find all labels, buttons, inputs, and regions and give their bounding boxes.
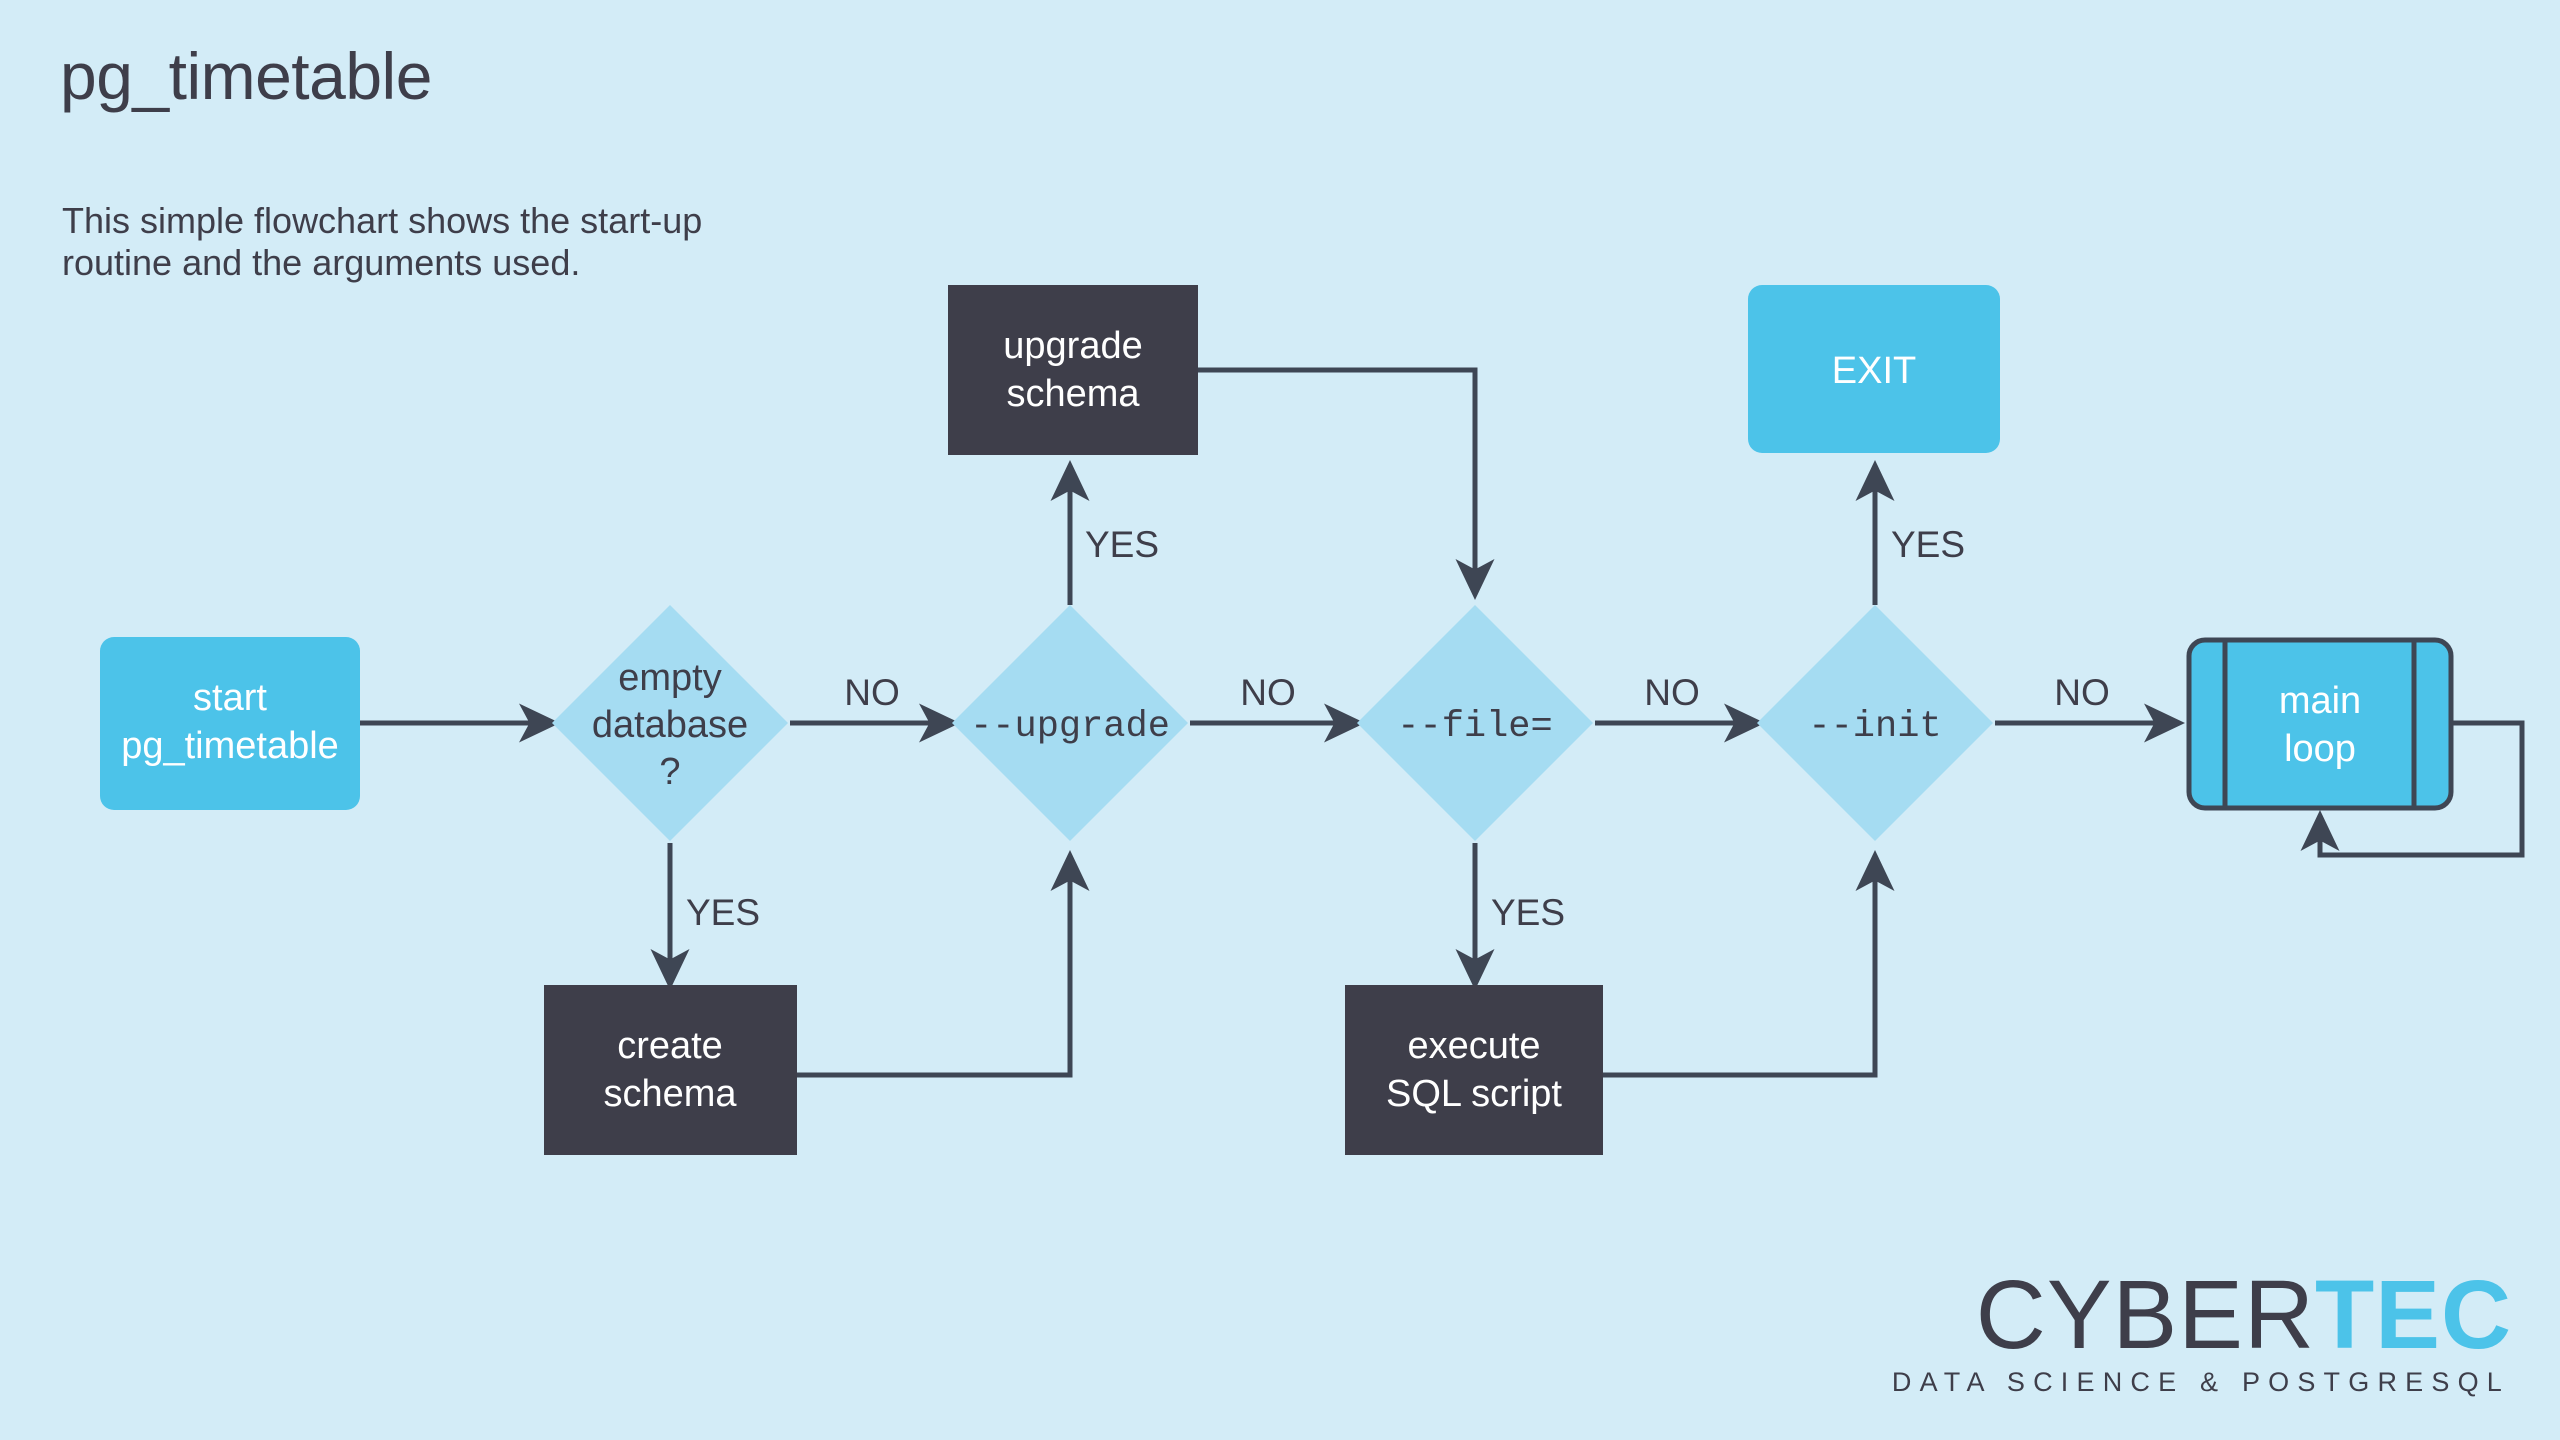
edge-label-file-yes: YES <box>1491 892 1565 933</box>
node-create-schema-label-line-1: create <box>617 1025 723 1067</box>
node-start-label-line-1: start <box>193 677 267 719</box>
node-file-flag-shape <box>1357 605 1593 841</box>
brand-wordmark-cyber: CYBER <box>1975 1259 2315 1369</box>
node-upgrade-schema-shape <box>948 285 1198 455</box>
node-empty-database-shape <box>552 605 788 841</box>
brand-wordmark: CYBERTEC <box>1892 1266 2512 1363</box>
node-init-flag-shape <box>1757 605 1993 841</box>
node-file-flag-label: --file= <box>1397 706 1552 748</box>
node-create-schema-shape <box>544 985 797 1155</box>
node-exit-label: EXIT <box>1832 350 1916 392</box>
brand-tagline: DATA SCIENCE & POSTGRESQL <box>1891 1367 2510 1397</box>
node-empty-database-label-line-3: ? <box>659 751 680 793</box>
page-subtitle: This simple flowchart shows the start-up… <box>62 200 962 285</box>
node-upgrade-flag-label: --upgrade <box>970 706 1170 748</box>
edge-label-init-yes: YES <box>1891 524 1965 565</box>
node-empty-database-label-line-1: empty <box>618 657 721 699</box>
edge-create-schema-to-upgrade <box>796 849 1090 1078</box>
node-upgrade-schema-label-line-1: upgrade <box>1003 325 1142 367</box>
node-main-loop-shape <box>2186 637 2454 811</box>
node-create-schema[interactable]: create schema <box>544 985 797 1155</box>
node-start-label-line-2: pg_timetable <box>121 725 339 767</box>
node-init-flag-label: --init <box>1808 706 1941 748</box>
node-create-schema-label-line-2: schema <box>603 1073 737 1115</box>
edge-upgrade-schema-to-file <box>1198 367 1495 601</box>
edge-label-empty-db-yes: YES <box>686 892 760 933</box>
node-upgrade-schema-label-line-2: schema <box>1006 373 1140 415</box>
edge-label-upgrade-no: NO <box>1240 672 1296 713</box>
page-subtitle-line-1: This simple flowchart shows the start-up <box>62 200 703 241</box>
node-init-flag[interactable]: --init <box>1757 605 1993 841</box>
edge-label-upgrade-yes: YES <box>1085 524 1159 565</box>
node-start[interactable]: start pg_timetable <box>100 637 360 810</box>
node-start-shape <box>100 637 360 810</box>
node-empty-database[interactable]: empty database ? <box>552 605 788 841</box>
edge-label-init-no: NO <box>2054 672 2110 713</box>
node-main-loop[interactable]: main loop <box>2186 637 2454 811</box>
edge-label-file-no: NO <box>1644 672 1700 713</box>
node-exit[interactable]: EXIT <box>1748 285 2000 453</box>
page-title: pg_timetable <box>60 39 432 113</box>
edge-execute-sql-to-init <box>1601 849 1895 1078</box>
node-main-loop-label-line-1: main <box>2279 680 2361 722</box>
node-execute-sql-script-label-line-1: execute <box>1407 1025 1540 1067</box>
node-upgrade-schema[interactable]: upgrade schema <box>948 285 1198 455</box>
node-empty-database-label-line-2: database <box>592 704 748 746</box>
node-execute-sql-script[interactable]: execute SQL script <box>1345 985 1603 1155</box>
edge-main-loop-self <box>2300 720 2525 858</box>
node-upgrade-flag-shape <box>952 605 1188 841</box>
node-main-loop-label-line-2: loop <box>2284 728 2356 770</box>
edge-label-empty-db-no: NO <box>844 672 900 713</box>
node-exit-shape <box>1748 285 2000 453</box>
node-file-flag[interactable]: --file= <box>1357 605 1593 841</box>
node-upgrade-flag[interactable]: --upgrade <box>952 605 1188 841</box>
brand-logo: CYBERTEC DATA SCIENCE & POSTGRESQL <box>1891 1266 2512 1398</box>
page-subtitle-line-2: routine and the arguments used. <box>62 242 581 284</box>
brand-wordmark-tec: TEC <box>2315 1259 2512 1369</box>
node-execute-sql-script-shape <box>1345 985 1603 1155</box>
node-execute-sql-script-label-line-2: SQL script <box>1386 1073 1562 1115</box>
